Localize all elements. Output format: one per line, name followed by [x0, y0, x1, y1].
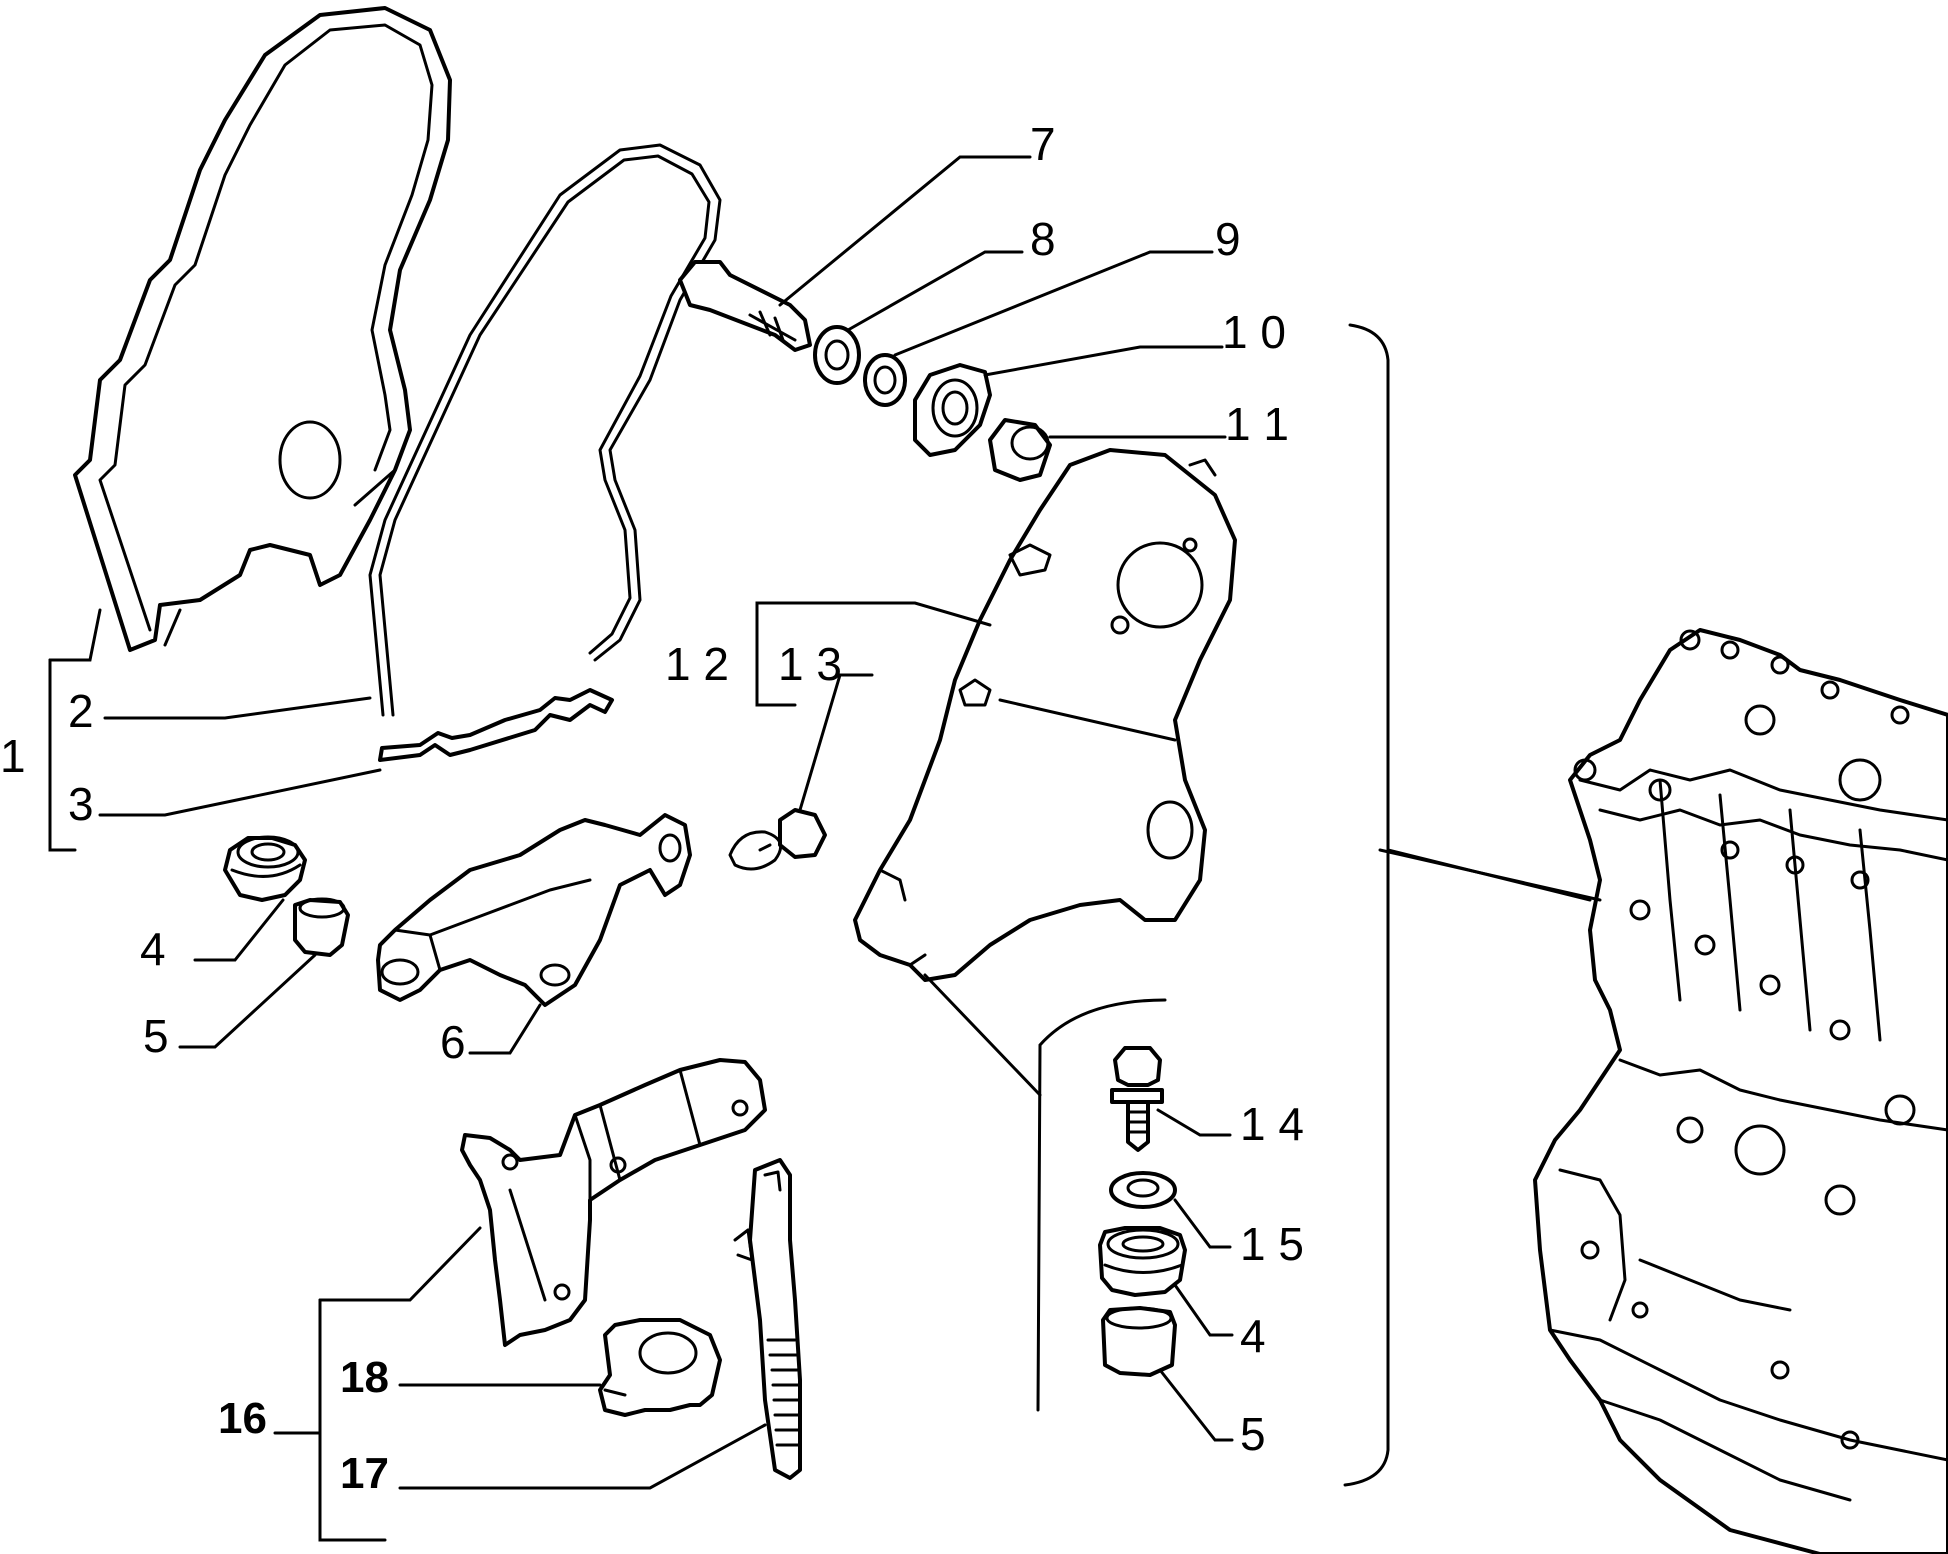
lower-timing-cover [853, 448, 1237, 982]
callout-16: 16 [218, 1394, 267, 1443]
callout-14: 1 4 [1240, 1098, 1304, 1150]
callout-3: 3 [68, 778, 94, 830]
callout-11: 1 1 [1225, 398, 1289, 450]
gasket-strip [378, 688, 614, 762]
rubber-mount-right [1098, 1226, 1187, 1297]
gasket [368, 143, 722, 717]
callout-17: 17 [340, 1449, 389, 1498]
callout-2: 2 [68, 685, 94, 737]
callout-4-right: 4 [1240, 1310, 1266, 1362]
assembly-bracket-lines [48, 323, 1592, 1542]
callout-12: 1 2 [665, 638, 729, 690]
bolt-with-washer [1110, 1046, 1164, 1152]
upper-timing-cover [73, 6, 452, 652]
callout-18: 18 [340, 1353, 389, 1402]
callout-7: 7 [1030, 118, 1056, 170]
callout-10: 1 0 [1222, 306, 1286, 358]
engine-block [1533, 628, 1948, 1554]
sleeve [988, 418, 1052, 482]
callout-15: 1 5 [1240, 1218, 1304, 1270]
rubber-grommet [913, 363, 992, 457]
support-bracket [460, 1058, 767, 1347]
callout-1: 1 [0, 730, 26, 782]
callout-5: 5 [143, 1010, 169, 1062]
callout-labels: 1 2 3 4 5 6 7 8 9 1 0 1 1 1 2 1 3 1 4 1 … [0, 118, 1304, 1498]
pipe-clamp [598, 1318, 722, 1417]
callout-9: 9 [1215, 213, 1241, 265]
spacer-sleeve-left [293, 897, 350, 957]
callout-13: 1 3 [778, 638, 842, 690]
callout-5-right: 5 [1240, 1408, 1266, 1460]
cable-tie [733, 1158, 802, 1480]
shoulder-bolt [678, 260, 812, 352]
o-ring [863, 353, 907, 407]
callout-8: 8 [1030, 213, 1056, 265]
washer [813, 325, 861, 385]
mounting-bracket [376, 813, 692, 1007]
cable-clip [728, 808, 827, 871]
rubber-mount-left [223, 835, 307, 902]
leader-lines [48, 155, 1602, 1490]
callout-4: 4 [140, 923, 166, 975]
callout-6: 6 [440, 1016, 466, 1068]
washer-lower [1109, 1171, 1177, 1209]
spacer-sleeve-right [1101, 1306, 1177, 1377]
